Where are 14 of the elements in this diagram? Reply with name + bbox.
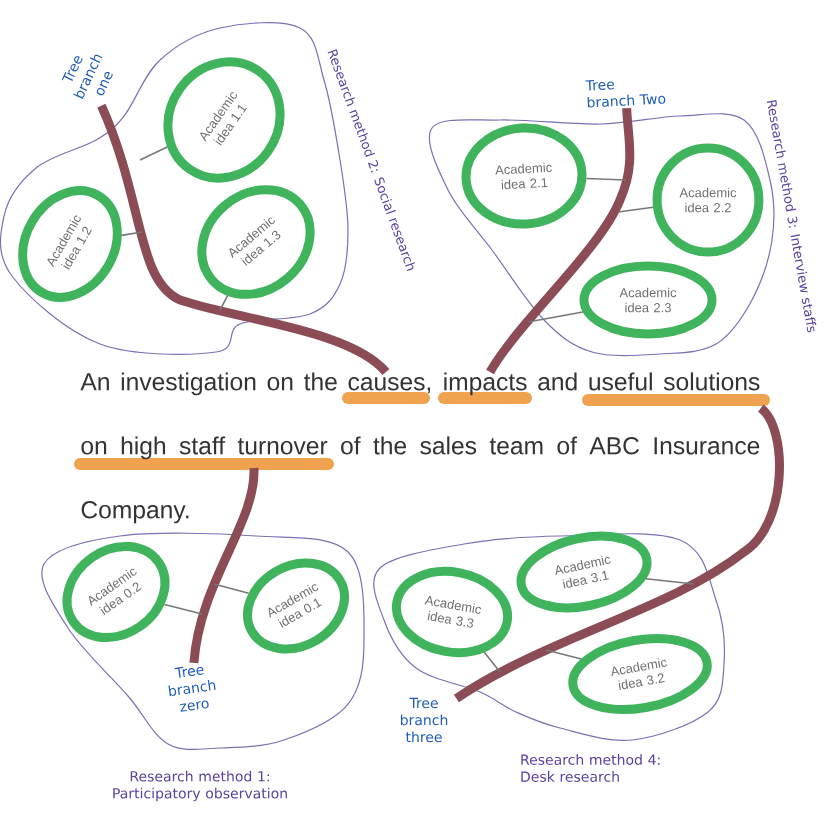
connector-line: [545, 649, 583, 660]
topic-text: An investigation on the causes, impacts and useful solutions on high staff turnover of the sales team of ABC Insurance Company.: [80, 372, 760, 524]
connector-line: [585, 177, 627, 181]
tree-branch: [97, 103, 390, 376]
connector-line: [483, 651, 501, 673]
connector-line: [527, 311, 584, 323]
connector-line: [163, 603, 203, 615]
connector-line: [219, 294, 229, 311]
connector-line: [617, 206, 654, 213]
connector-line: [139, 146, 169, 161]
tree-branch: [486, 107, 635, 375]
connector-line: [213, 583, 250, 595]
connector-line: [120, 231, 143, 237]
connector-line: [645, 577, 695, 585]
